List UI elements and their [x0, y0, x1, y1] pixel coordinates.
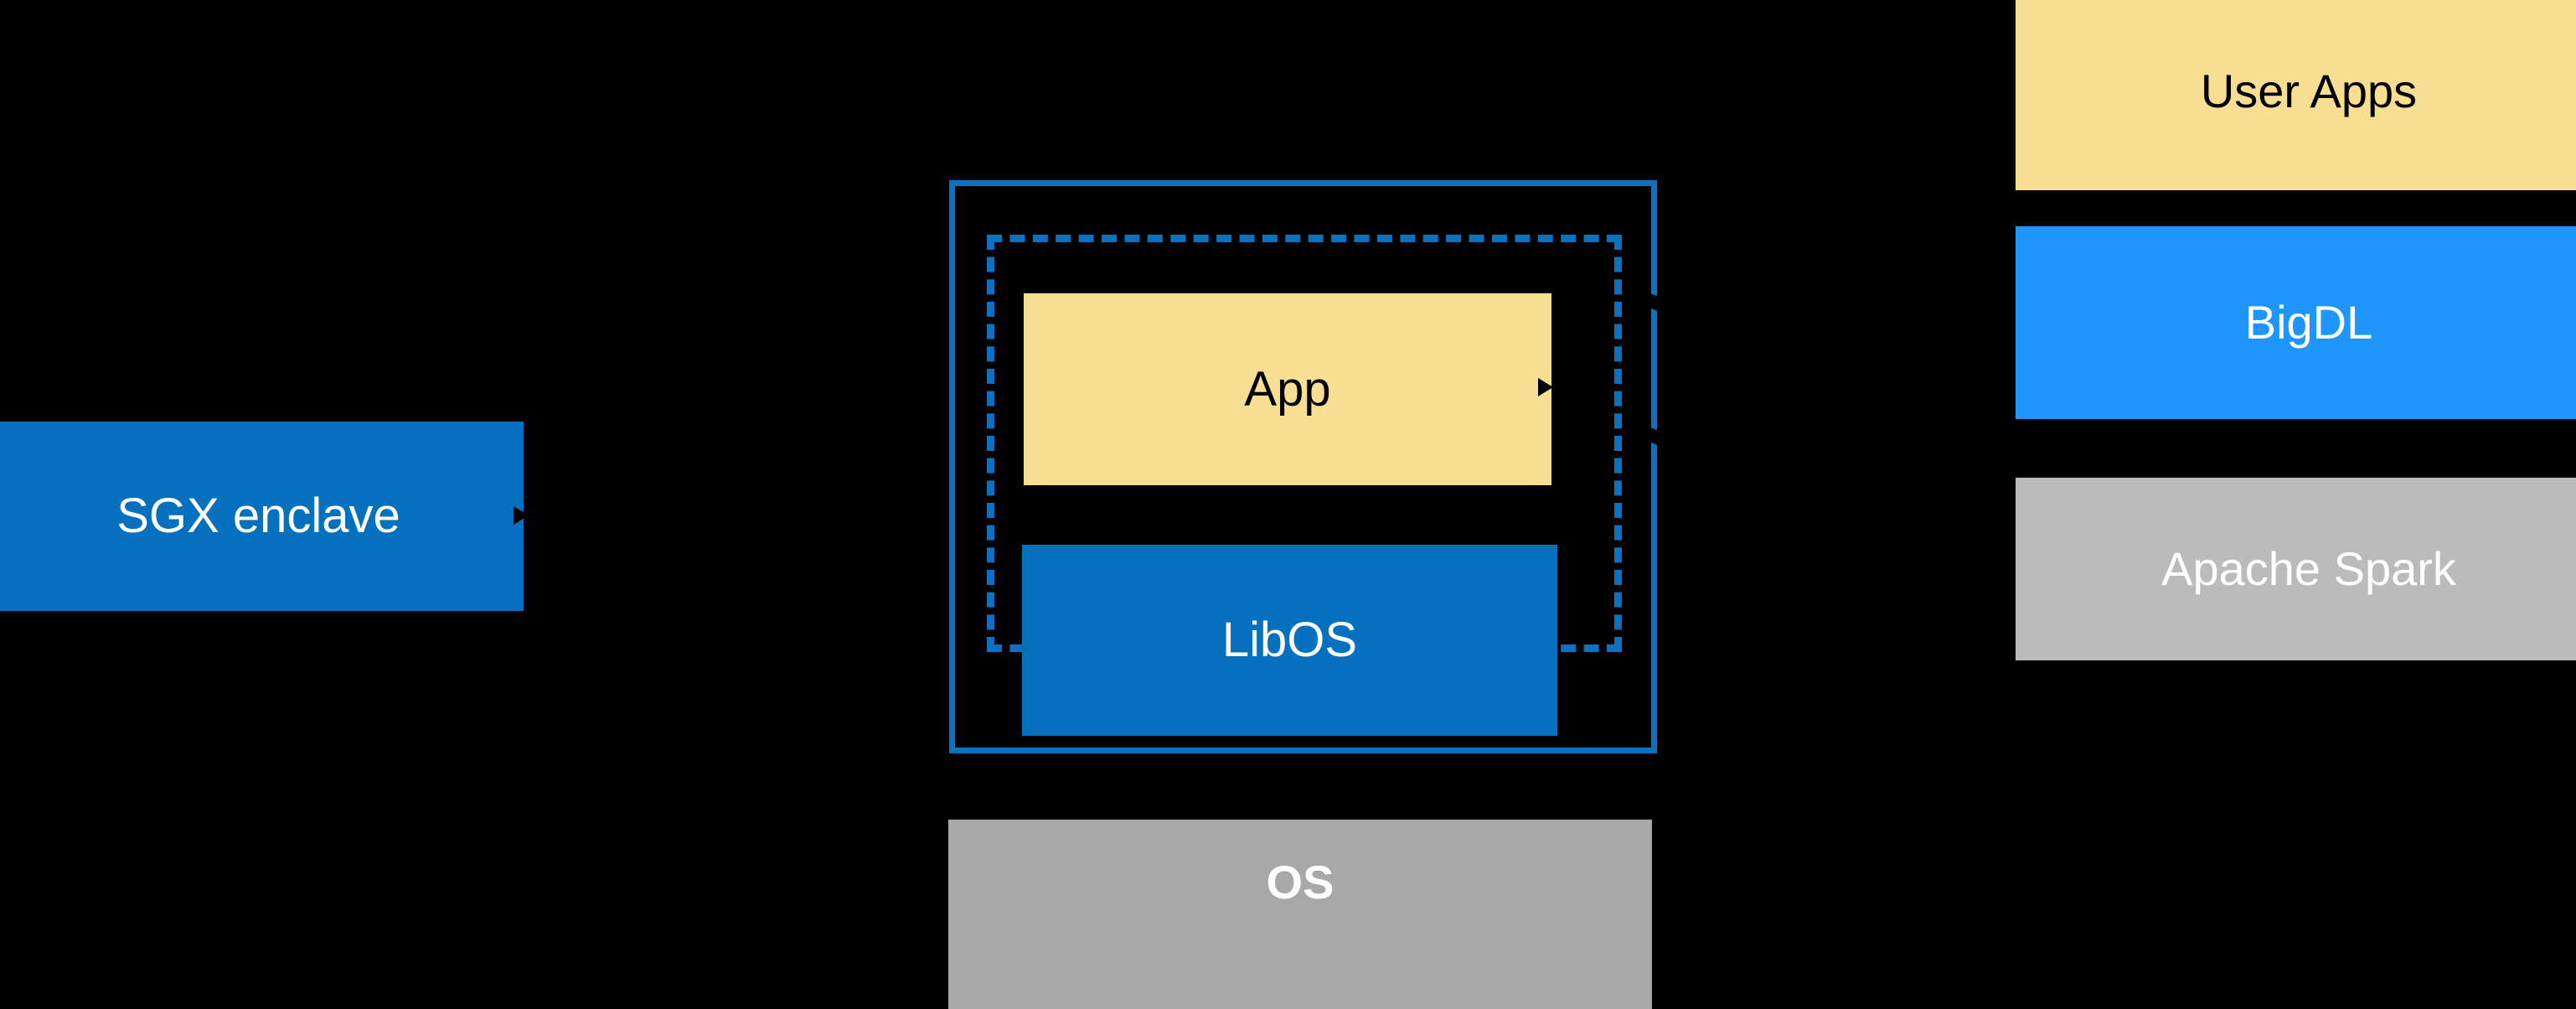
- user-apps-box: User Apps: [2016, 0, 2576, 190]
- libos-box: LibOS: [1022, 545, 1557, 736]
- app-right-arrow-icon: [1538, 378, 1553, 396]
- apache-spark-box: Apache Spark: [2016, 478, 2576, 660]
- libos-label: LibOS: [1221, 613, 1358, 668]
- user-apps-label: User Apps: [2200, 64, 2418, 117]
- app-label: App: [1244, 361, 1331, 417]
- app-box: App: [1024, 293, 1551, 485]
- bigdl-label: BigDL: [2244, 296, 2373, 349]
- apache-spark-label: Apache Spark: [2161, 542, 2456, 596]
- os-box: OS: [948, 820, 1652, 1009]
- enclave-solid-frame: [949, 180, 1657, 753]
- bigdl-box: BigDL: [2016, 226, 2576, 419]
- sgx-enclave-box: SGX enclave: [0, 422, 524, 611]
- sgx-enclave-label: SGX enclave: [116, 489, 400, 544]
- sgx-to-enclave-arrow-icon: [514, 506, 529, 525]
- os-label: OS: [1266, 856, 1334, 908]
